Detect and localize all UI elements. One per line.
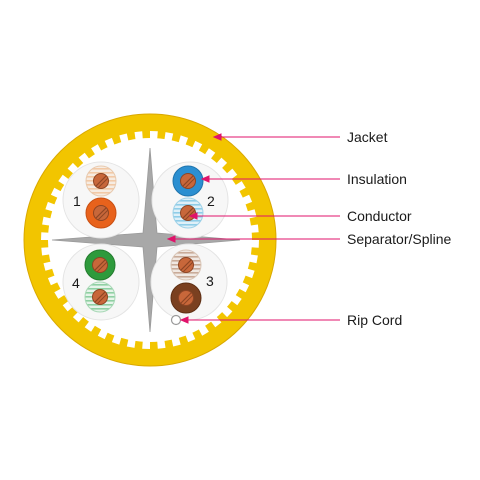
label-jacket: Jacket: [347, 129, 388, 145]
pair-number-3: 3: [206, 273, 214, 289]
pair-number-1: 1: [73, 193, 81, 209]
label-conductor: Conductor: [347, 208, 412, 224]
leader-lines: [166, 133, 340, 324]
label-insulation: Insulation: [347, 171, 407, 187]
jacket-tooth: [126, 338, 136, 348]
pair-2: [172, 165, 204, 229]
pair-3: [170, 249, 202, 314]
jacket-tooth: [250, 240, 259, 248]
jacket-tooth: [119, 133, 129, 144]
pair-number-4: 4: [72, 275, 80, 291]
jacket-tooth: [134, 131, 143, 140]
rip-cord: [170, 314, 182, 326]
jacket-tooth: [250, 224, 259, 233]
jacket-tooth: [42, 216, 52, 226]
jacket-tooth: [164, 132, 174, 142]
jacket-tooth: [248, 254, 258, 264]
jacket-tooth: [41, 247, 50, 256]
pair-number-2: 2: [207, 193, 215, 209]
jacket-tooth: [171, 336, 181, 347]
label-separator-spline: Separator/Spline: [347, 231, 452, 247]
jacket-tooth: [41, 232, 50, 240]
pair-4: [84, 249, 116, 313]
jacket-tooth: [157, 340, 166, 349]
label-rip-cord: Rip Cord: [347, 312, 403, 328]
jacket-tooth: [43, 261, 54, 271]
pair-1: [85, 165, 117, 229]
jacket-tooth: [142, 340, 150, 349]
jacket-tooth: [150, 131, 158, 140]
